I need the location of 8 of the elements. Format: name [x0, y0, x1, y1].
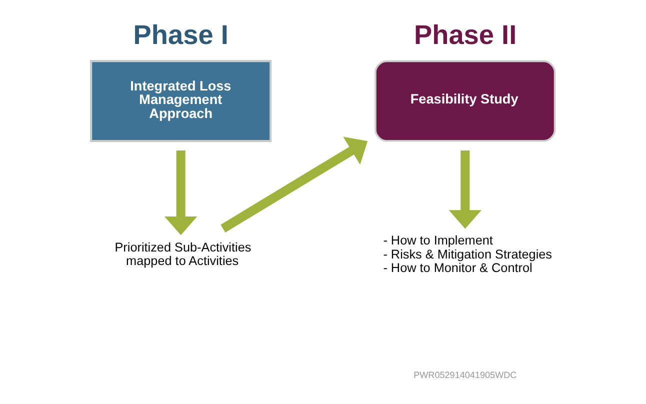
node-text: Prioritized Sub-Activities mapped to Activities [114, 240, 252, 268]
arrow [164, 150, 198, 236]
node-label: Phase I [133, 19, 228, 50]
label: PWR052914041905WDC [414, 370, 517, 380]
node-label: Phase II [414, 19, 517, 50]
arrow [448, 150, 482, 229]
arrow [220, 136, 368, 232]
node-text: - How to Implement - Risks & Mitigation Strategies - How to Monitor & Control [383, 234, 552, 275]
